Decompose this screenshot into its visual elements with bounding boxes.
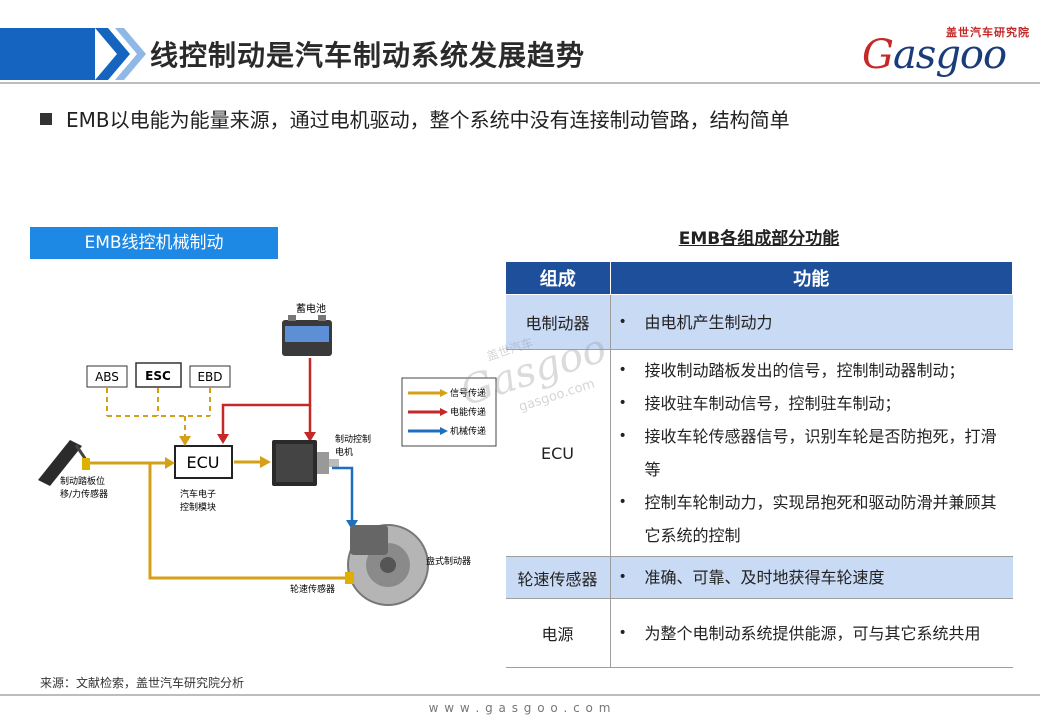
- table-title: EMB各组成部分功能: [678, 229, 840, 249]
- pedal-caption-2: 移/力传感器: [60, 488, 108, 500]
- abs-box: ABS: [86, 365, 128, 388]
- ebd-box: EBD: [189, 365, 231, 388]
- legend-signal: 信号传递: [450, 387, 486, 399]
- row-function: 准确、可靠、及时地获得车轮速度: [610, 556, 1013, 599]
- table-row: 轮速传感器 准确、可靠、及时地获得车轮速度: [505, 556, 1013, 599]
- motor-caption-2: 电机: [335, 446, 353, 458]
- table-row: 电制动器 由电机产生制动力: [505, 294, 1013, 350]
- legend-mechanical: 机械传递: [450, 425, 486, 437]
- table-row: ECU 接收制动踏板发出的信号，控制制动器制动； 接收驻车制动信号，控制驻车制动…: [505, 349, 1013, 557]
- battery-icon: [282, 315, 332, 356]
- logo-wordmark: Gasgoo: [862, 32, 1007, 78]
- gasgoo-watermark: 盖世汽车 Gasgoo gasgoo.com: [455, 325, 612, 415]
- row-component: ECU: [505, 349, 611, 557]
- header-function: 功能: [609, 261, 1013, 295]
- site-url: w w w . g a s g o o . c o m: [428, 701, 612, 715]
- function-item: 准确、可靠、及时地获得车轮速度: [619, 561, 1005, 594]
- signal-solid-lines: [88, 460, 345, 580]
- square-bullet-icon: [40, 113, 52, 125]
- logo-cn-text: 盖世汽车研究院: [946, 26, 1030, 39]
- function-item: 为整个电制动系统提供能源，可与其它系统共用: [619, 617, 1005, 650]
- ecu-caption-2: 控制模块: [180, 501, 216, 513]
- gasgoo-logo: 盖世汽车研究院 Gasgoo: [860, 24, 1030, 84]
- function-item: 由电机产生制动力: [619, 306, 1005, 339]
- source-note: 来源：文献检索，盖世汽车研究院分析: [40, 676, 245, 690]
- function-table: 组成 功能 电制动器 由电机产生制动力 ECU 接收制动踏板发出的信号，控制制动…: [505, 261, 1013, 668]
- row-function: 为整个电制动系统提供能源，可与其它系统共用: [610, 598, 1013, 668]
- diagram-legend: 信号传递 电能传递 机械传递: [401, 377, 497, 447]
- function-item: 接收驻车制动信号，控制驻车制动；: [619, 387, 1005, 420]
- page-title: 线控制动是汽车制动系统发展趋势: [150, 39, 586, 72]
- motor-caption-1: 制动控制: [335, 433, 371, 445]
- ecu-caption-1: 汽车电子: [180, 488, 216, 500]
- svg-text:ECU: ECU: [187, 453, 220, 472]
- power-lines: [221, 358, 312, 436]
- svg-text:EBD: EBD: [197, 370, 222, 384]
- function-item: 控制车轮制动力，实现昂抱死和驱动防滑并兼顾其它系统的控制: [619, 486, 1005, 552]
- header-chevron-icon: [95, 28, 146, 80]
- intro-bullet: EMB以电能为能量来源，通过电机驱动，整个系统中没有连接制动管路，结构简单: [40, 104, 790, 133]
- emb-diagram: ABS ESC EBD 蓄电池 ECU 汽车电子 控制模块: [38, 302, 497, 606]
- svg-text:ABS: ABS: [95, 370, 119, 384]
- footer-divider: [0, 694, 1040, 696]
- function-item: 接收车轮传感器信号，识别车轮是否防抱死，打滑等: [619, 420, 1005, 486]
- intro-bullet-text: EMB以电能为能量来源，通过电机驱动，整个系统中没有连接制动管路，结构简单: [66, 108, 790, 132]
- header-accent-bar: [0, 28, 95, 80]
- brake-pedal-icon: [38, 440, 90, 486]
- row-function: 由电机产生制动力: [610, 294, 1013, 350]
- disc-caption: 盘式制动器: [426, 555, 471, 567]
- signal-arrow-down: [179, 436, 191, 446]
- function-item: 接收制动踏板发出的信号，控制制动器制动；: [619, 354, 1005, 387]
- row-component: 电制动器: [505, 294, 611, 350]
- diagram-label: EMB线控机械制动: [30, 227, 278, 259]
- row-component: 电源: [505, 598, 611, 668]
- row-function: 接收制动踏板发出的信号，控制制动器制动； 接收驻车制动信号，控制驻车制动； 接收…: [610, 349, 1013, 557]
- legend-power: 电能传递: [450, 406, 486, 418]
- signal-dashed-lines: [106, 388, 211, 440]
- header-component: 组成: [505, 261, 611, 295]
- wheel-sensor-caption: 轮速传感器: [290, 583, 335, 595]
- table-row: 电源 为整个电制动系统提供能源，可与其它系统共用: [505, 598, 1013, 668]
- brake-motor-icon: [272, 440, 339, 486]
- mechanical-line: [332, 466, 354, 522]
- esc-box: ESC: [135, 362, 182, 388]
- ecu-box: ECU: [174, 445, 233, 479]
- row-component: 轮速传感器: [505, 556, 611, 599]
- disc-brake-icon: [347, 524, 429, 606]
- header-divider: [0, 82, 1040, 84]
- svg-text:ESC: ESC: [145, 369, 171, 383]
- pedal-caption-1: 制动踏板位: [60, 475, 105, 487]
- wheel-sensor-icon: [345, 572, 354, 584]
- battery-caption: 蓄电池: [296, 302, 326, 315]
